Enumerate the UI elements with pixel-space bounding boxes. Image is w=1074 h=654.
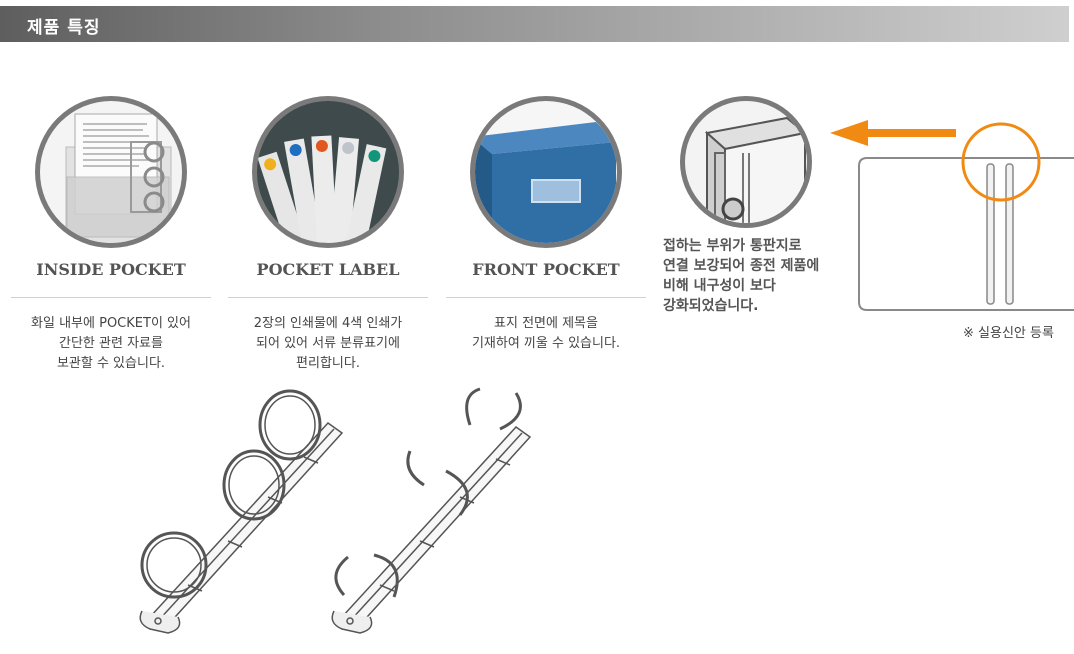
front-pocket-desc: 표지 전면에 제목을 기재하여 끼울 수 있습니다. [446, 314, 646, 354]
desc-line: 보관할 수 있습니다. [56, 356, 166, 371]
divider [446, 297, 646, 298]
feature-inside-pocket: INSIDE POCKET 화일 내부에 POCKET이 있어 간단한 관련 자… [11, 92, 211, 371]
patent-note: ※ 실용신안 등록 [963, 326, 1054, 341]
front-pocket-title: FRONT POCKET [472, 260, 620, 279]
feature-pocket-label: POCKET LABEL 2장의 인쇄물에 4색 인쇄가 되어 있어 서류 분류… [228, 92, 428, 371]
front-pocket-image [466, 92, 626, 252]
desc-line: 강화되었습니다. [663, 298, 759, 314]
inside-pocket-image [31, 92, 191, 252]
desc-line: 2장의 인쇄물에 4색 인쇄가 [253, 316, 403, 331]
desc-line: 간단한 관련 자료를 [59, 336, 163, 351]
section-header: 제품 특징 [0, 6, 1069, 42]
pocket-label-desc: 2장의 인쇄물에 4색 인쇄가 되어 있어 서류 분류표기에 편리합니다. [228, 314, 428, 374]
desc-line: 화일 내부에 POCKET이 있어 [31, 316, 191, 331]
divider [228, 297, 428, 298]
ring-detail-image [677, 93, 815, 231]
section-title: 제품 특징 [27, 18, 101, 38]
desc-line: 기재하여 끼울 수 있습니다. [471, 336, 621, 351]
ring-mechanism-closed [128, 385, 358, 635]
desc-line: 접하는 부위가 통판지로 [663, 238, 802, 254]
desc-line: 편리합니다. [296, 356, 360, 371]
inside-pocket-title: INSIDE POCKET [36, 260, 186, 279]
inside-pocket-desc: 화일 내부에 POCKET이 있어 간단한 관련 자료를 보관할 수 있습니다. [11, 314, 211, 374]
desc-line: 되어 있어 서류 분류표기에 [256, 336, 400, 351]
pocket-label-title: POCKET LABEL [256, 260, 400, 279]
divider [11, 297, 211, 298]
left-arrow-icon [830, 120, 956, 146]
ring-mechanism-open [320, 385, 550, 635]
desc-line: 연결 보강되어 종전 제품에 [663, 258, 820, 274]
desc-line: 비해 내구성이 보다 [663, 278, 776, 294]
pocket-label-image [248, 92, 408, 252]
desc-line: 표지 전면에 제목을 [494, 316, 598, 331]
ring-feature-desc: 접하는 부위가 통판지로 연결 보강되어 종전 제품에 비해 내구성이 보다 강… [663, 236, 863, 316]
orange-circle-highlight [961, 122, 1041, 202]
feature-front-pocket: FRONT POCKET 표지 전면에 제목을 기재하여 끼울 수 있습니다. [446, 92, 646, 351]
binder-ring-diagram [855, 120, 1074, 315]
